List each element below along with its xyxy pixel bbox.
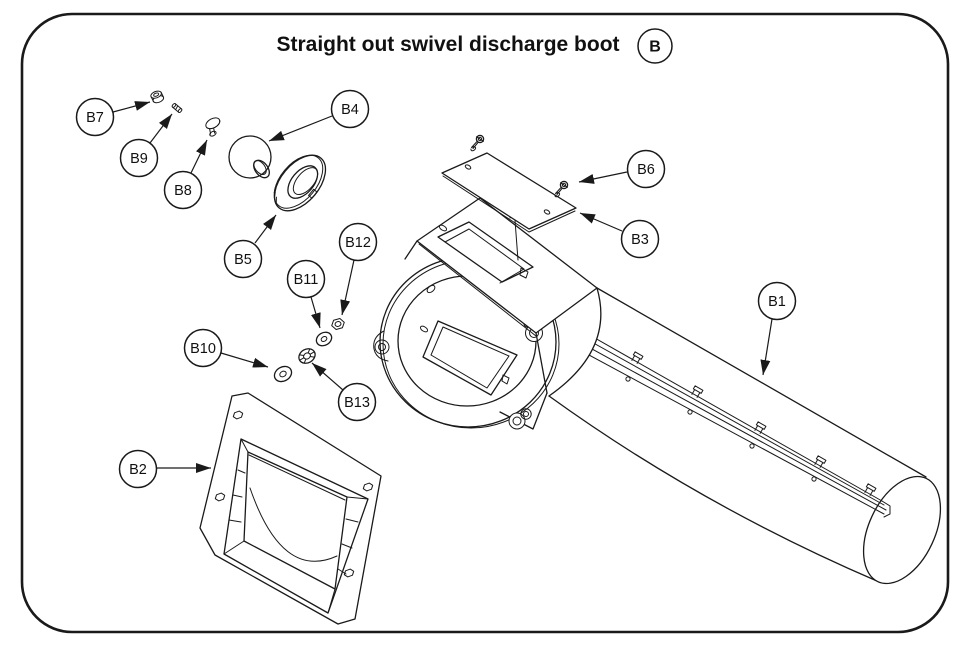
balloon-B9: B9 xyxy=(119,113,173,178)
leader-B4 xyxy=(268,115,333,142)
balloon-B2: B2 xyxy=(118,449,211,489)
ball-knob-part-B4 xyxy=(228,135,272,179)
leader-B10 xyxy=(220,352,269,368)
svg-text:B7: B7 xyxy=(86,110,104,126)
svg-text:B9: B9 xyxy=(130,151,148,167)
svg-text:B12: B12 xyxy=(345,235,371,251)
svg-text:B5: B5 xyxy=(234,252,252,268)
mount-frame-part-B2 xyxy=(199,392,382,625)
balloon-B4: B4 xyxy=(268,89,370,142)
nut-part-B13 xyxy=(298,348,316,364)
balloon-B13: B13 xyxy=(311,362,377,422)
rail-bolts xyxy=(571,317,877,496)
set-screw-part-B9 xyxy=(171,103,183,113)
balloon-B1: B1 xyxy=(757,281,797,376)
balloon-B5: B5 xyxy=(223,214,277,279)
diagram-title: Straight out swivel discharge boot xyxy=(276,33,619,56)
plate-screw-part-B6 xyxy=(554,180,569,198)
balloon-B6: B6 xyxy=(578,149,666,189)
drawing-border xyxy=(20,12,950,634)
section-tag: B xyxy=(637,28,673,64)
top-opening xyxy=(437,221,534,283)
washer-part-B10 xyxy=(273,365,293,383)
inner-duct-opening xyxy=(422,320,518,396)
balloon-B12: B12 xyxy=(338,222,378,316)
balloon-B8: B8 xyxy=(163,139,208,210)
cover-plate-part-B3 xyxy=(441,152,577,233)
section-tag-letter: B xyxy=(649,39,661,56)
housing-foot xyxy=(499,392,548,430)
leader-B13 xyxy=(311,362,344,391)
leader-B3 xyxy=(579,212,623,232)
svg-text:B8: B8 xyxy=(174,183,192,199)
svg-text:B13: B13 xyxy=(344,395,370,411)
svg-text:B1: B1 xyxy=(768,294,786,310)
discharge-tube-part-B1 xyxy=(536,287,942,585)
svg-text:B11: B11 xyxy=(294,272,319,288)
leader-B6 xyxy=(578,171,628,184)
leader-B8 xyxy=(190,139,208,174)
leader-B12 xyxy=(340,259,355,316)
balloon-B7: B7 xyxy=(75,97,151,137)
balloon-B3: B3 xyxy=(579,212,660,259)
leader-B1 xyxy=(760,318,773,376)
leader-B7 xyxy=(112,101,151,113)
leader-B11 xyxy=(310,296,321,329)
swivel-housing-body xyxy=(373,197,602,430)
nut-part-B12 xyxy=(331,318,345,330)
washer-part-B11 xyxy=(315,331,333,347)
swivel-collar-part-B5 xyxy=(273,154,327,212)
svg-text:B4: B4 xyxy=(341,102,359,118)
rail-rivets xyxy=(625,376,817,482)
svg-text:B2: B2 xyxy=(129,462,147,478)
nut-part-B7 xyxy=(150,90,165,104)
svg-text:B6: B6 xyxy=(637,162,655,178)
balloon-B11: B11 xyxy=(286,259,326,329)
svg-text:B3: B3 xyxy=(631,232,649,248)
balloon-B10: B10 xyxy=(183,328,269,368)
boot-fabric-curve xyxy=(249,487,338,562)
screw-part-B8 xyxy=(205,117,221,137)
leader-B9 xyxy=(149,113,173,144)
plate-screw-left xyxy=(470,134,485,152)
tube-end-ellipse xyxy=(862,475,942,585)
frame-bolt-holes xyxy=(214,410,374,578)
section-tag-circle xyxy=(637,28,673,64)
leader-B5 xyxy=(254,214,277,244)
svg-text:B10: B10 xyxy=(190,341,216,357)
